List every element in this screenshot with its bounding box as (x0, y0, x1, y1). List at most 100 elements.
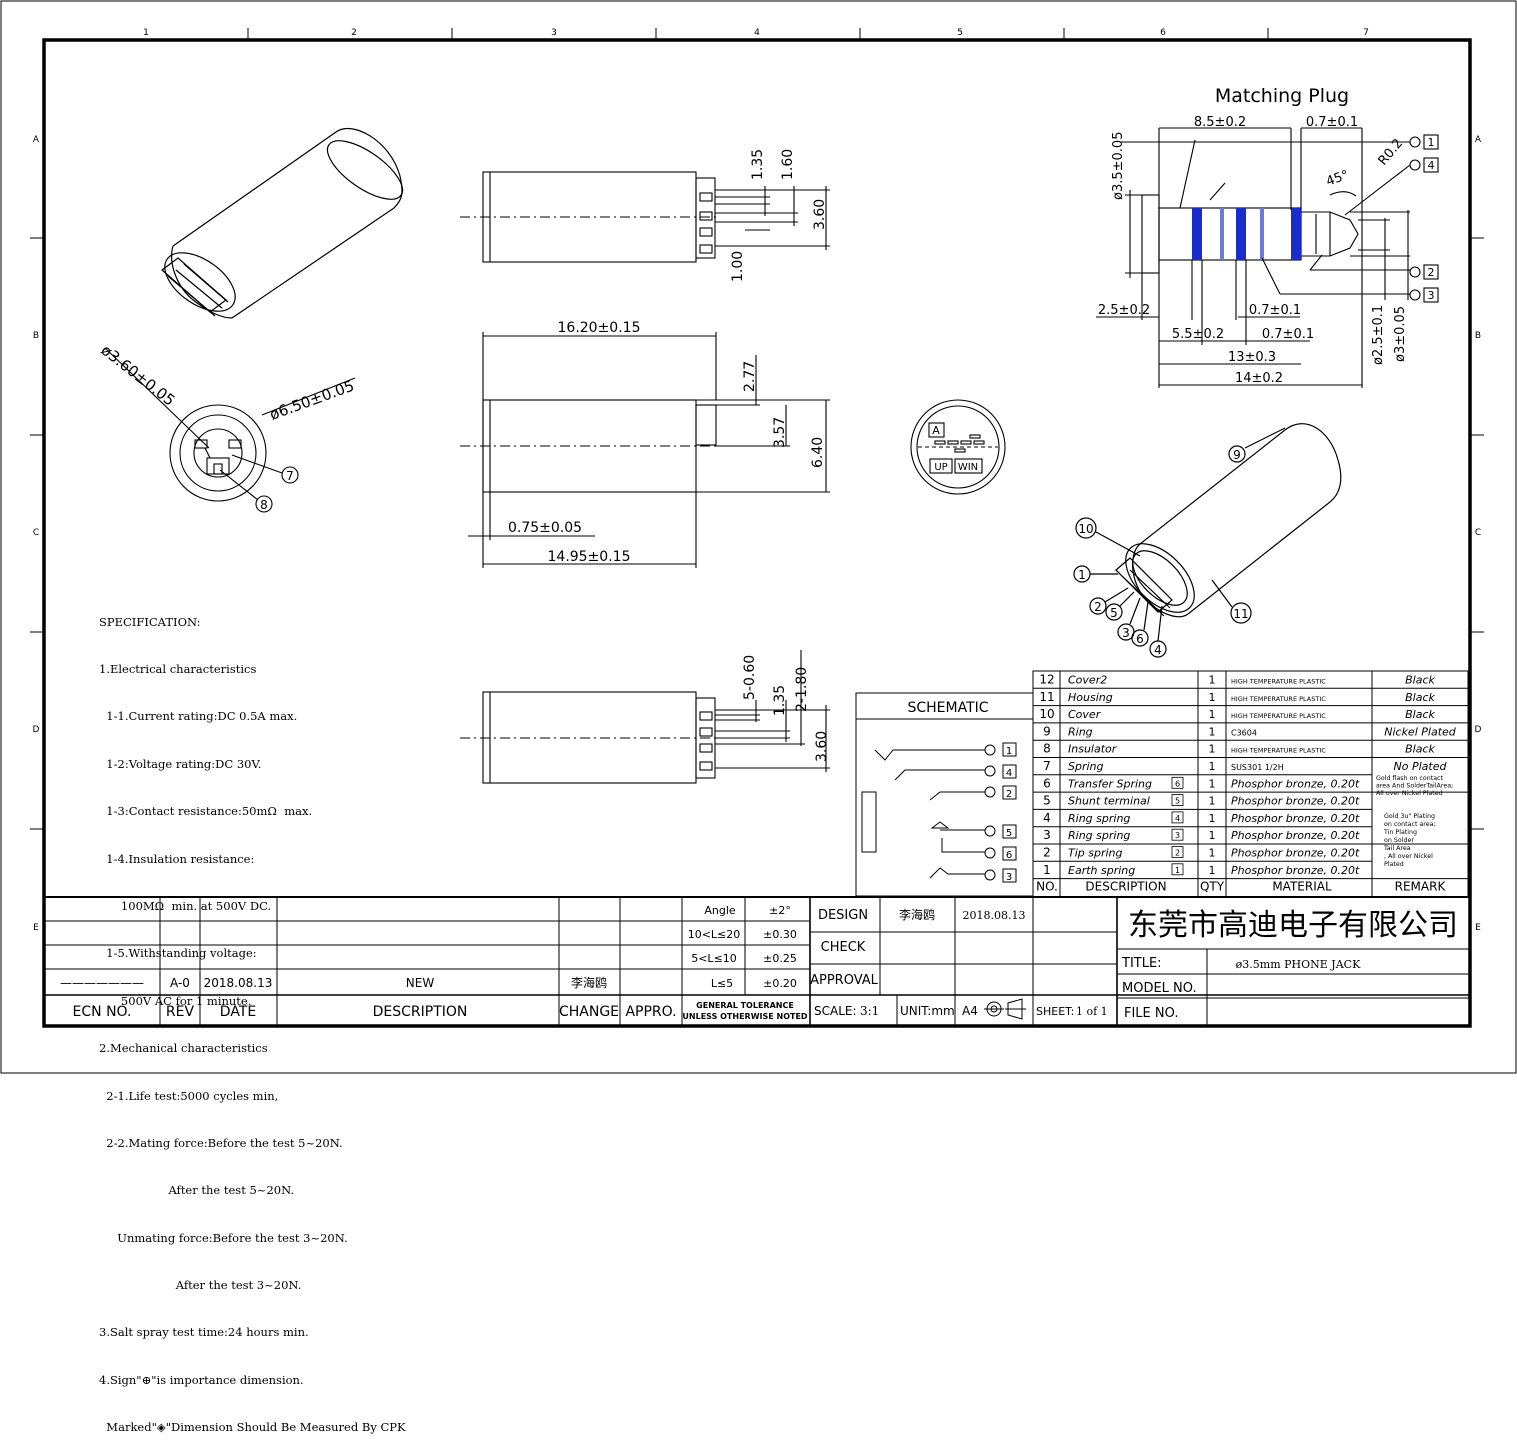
bom-remark-note: on contact area; (1384, 821, 1436, 828)
bom-qty: 1 (1209, 847, 1216, 860)
tol-range: L≤5 (711, 977, 733, 990)
tol-value: ±2° (769, 904, 791, 917)
header-appro: APPRO. (625, 1004, 676, 1020)
zone-col-label: 1 (143, 28, 149, 38)
end-view (104, 347, 356, 513)
bom-no: 4 (1043, 811, 1051, 825)
bom-qty: 1 (1209, 691, 1216, 704)
bom-qty: 1 (1209, 777, 1216, 790)
bom-remark-note: Gold flash on contact (1376, 775, 1444, 782)
tol-note-2: UNLESS OTHERWISE NOTED (682, 1012, 808, 1021)
side-dim-c: 6.40 (810, 437, 826, 468)
plug-dim-10: 13±0.3 (1228, 350, 1276, 365)
iso-callout-2: 2 (1094, 600, 1102, 614)
bom-ref-box (1171, 863, 1184, 876)
face-label-win: WIN (958, 462, 978, 473)
bom-qty: 1 (1209, 812, 1216, 825)
bom-table (1032, 670, 1469, 898)
plug-dim-1: 8.5±0.2 (1194, 115, 1246, 130)
spec-line: 1-2:Voltage rating:DC 30V. (99, 756, 262, 771)
bom-ref: 1 (1175, 866, 1180, 875)
header-ecn: ECN NO. (73, 1004, 132, 1020)
iso-callout-3: 3 (1122, 626, 1130, 640)
plug-dim-7: 0.7±0.1 (1249, 303, 1301, 318)
schematic-pin: 1 (1006, 746, 1012, 757)
bom-qty: 1 (1209, 708, 1216, 721)
zone-row-label: D (33, 725, 40, 735)
plug-dim-2: 0.7±0.1 (1306, 115, 1358, 130)
sheet-label: SHEET: (1036, 1005, 1074, 1018)
rev-desc: NEW (406, 976, 435, 990)
header-change: CHANGE (559, 1004, 619, 1020)
bom-material: HIGH TEMPERATURE PLASTIC (1231, 678, 1326, 686)
plug-dim-11: 14±0.2 (1235, 371, 1283, 386)
bom-remark: Black (1405, 743, 1435, 756)
bom-description: Insulator (1068, 743, 1118, 756)
bom-remark-note: Tail Area (1383, 845, 1411, 852)
bom-ref-box (1171, 794, 1184, 806)
iso-callout-6: 6 (1136, 632, 1144, 646)
bom-material: Phosphor bronze, 0.20t (1231, 777, 1360, 790)
schematic-pin: 3 (1006, 872, 1012, 883)
bottom-dim-b: 1.35 (772, 685, 788, 716)
bom-ref: 4 (1175, 814, 1180, 823)
check-label: CHECK (821, 940, 866, 955)
rev-code: A-0 (170, 976, 190, 990)
bottom-view (460, 650, 830, 784)
title-block (44, 896, 1470, 1026)
bom-remark: Nickel Plated (1384, 725, 1457, 738)
bom-remark: Black (1405, 708, 1435, 721)
paper-size: A4 (962, 1004, 978, 1018)
iso-view-right (1073, 423, 1342, 658)
callout-8: 8 (260, 498, 268, 512)
zone-row-label: A (1475, 135, 1482, 145)
bom-no: 1 (1043, 863, 1051, 877)
bom-description: Ring spring (1068, 829, 1130, 842)
bom-qty: 1 (1209, 760, 1216, 773)
header-date: DATE (220, 1004, 256, 1020)
bom-description: Ring spring (1068, 812, 1130, 825)
tol-value: ±0.25 (763, 952, 797, 965)
bom-remark-note: area And SolderTailArea; (1376, 783, 1453, 790)
plug-dim-13: ø3±0.05 (1393, 306, 1408, 362)
scale-value: 3:1 (860, 1004, 879, 1018)
plug-dim-12: ø2.5±0.1 (1371, 305, 1386, 365)
schematic-title: SCHEMATIC (907, 700, 988, 716)
bom-description: Spring (1068, 760, 1104, 773)
rev-ecn: ——————— (60, 976, 144, 990)
tol-range: 10<L≤20 (688, 928, 741, 941)
plug-dim-5: 45° (1324, 168, 1351, 190)
bom-qty: 1 (1209, 725, 1216, 738)
spec-line: Unmating force:Before the test 3~20N. (99, 1230, 348, 1245)
bom-header: REMARK (1395, 880, 1447, 894)
zone-row-label: D (1475, 725, 1482, 735)
bom-material: Phosphor bronze, 0.20t (1231, 795, 1360, 808)
iso-callout-1: 1 (1078, 568, 1086, 582)
iso-callout-10: 10 (1078, 522, 1093, 536)
unit-label: UNIT:mm (900, 1004, 955, 1018)
bom-description: Ring (1068, 725, 1093, 738)
bom-no: 3 (1043, 828, 1051, 842)
tol-value: ±0.30 (763, 928, 797, 941)
spec-line: SPECIFICATION: (99, 614, 201, 629)
zone-row-label: C (33, 528, 39, 538)
face-view (910, 399, 1006, 495)
schematic-pin: 6 (1006, 850, 1012, 861)
top-dim-c: 3.60 (812, 199, 828, 230)
spec-line: After the test 5~20N. (99, 1183, 295, 1198)
side-dim-e: 14.95±0.15 (548, 549, 631, 565)
design-label: DESIGN (818, 908, 868, 923)
bom-ref: 5 (1175, 797, 1180, 806)
callout-7: 7 (286, 469, 294, 483)
face-label-up: UP (934, 462, 947, 473)
iso-callout-5: 5 (1110, 606, 1118, 620)
plug-callout: 4 (1428, 159, 1435, 172)
zone-labels: 1 2 3 4 5 6 7 A B C D E A B C D E (33, 28, 1482, 933)
plug-dim-4: R0.2 (1376, 136, 1407, 168)
title-label: TITLE: (1121, 956, 1162, 971)
side-dim-b: 3.57 (772, 417, 788, 448)
zone-col-label: 3 (551, 28, 557, 38)
